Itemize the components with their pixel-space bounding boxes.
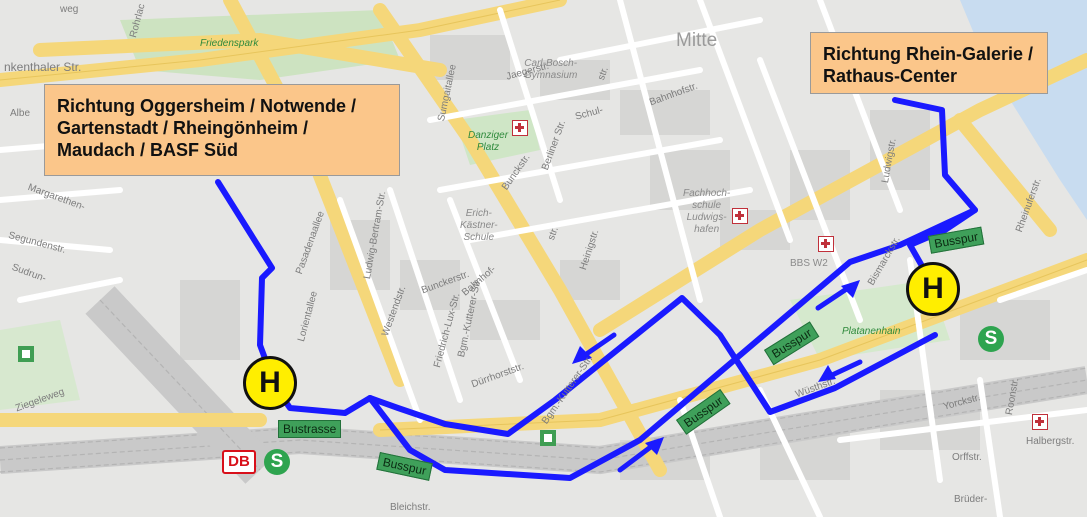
callout-line: Rathaus-Center — [823, 66, 958, 86]
hospital-icon — [732, 208, 748, 224]
district-label: Mitte — [676, 30, 718, 51]
route-loop — [907, 207, 978, 283]
street-label: weg — [60, 4, 79, 15]
place-bbs-w2: BBS W2 — [790, 258, 828, 269]
place-fachhochschule: Fachhoch- schule Ludwigs- hafen — [683, 188, 731, 235]
park-west — [0, 320, 80, 410]
place-friedenspark: Friedenspark — [200, 38, 259, 49]
callout-line: Gartenstadt / Rheingönheim / — [57, 118, 309, 138]
place-danziger-platz: Danziger Platz — [468, 130, 509, 153]
callout-direction-rhein-galerie: Richtung Rhein-Galerie / Rathaus-Center — [810, 32, 1048, 94]
lane-label-bustrasse: Bustrasse — [278, 420, 342, 438]
bus-stop-icon[interactable]: H — [243, 356, 297, 410]
street-label: Orffstr. — [952, 452, 982, 463]
hospital-icon — [512, 120, 528, 136]
db-logo-icon: DB — [222, 450, 256, 474]
bus-route — [215, 97, 978, 481]
arrow-icon — [617, 437, 664, 473]
callout-line: Richtung Rhein-Galerie / — [823, 44, 1034, 64]
main-road-edges — [0, 0, 1087, 431]
place-platanenhain: Platanenhain — [842, 326, 901, 337]
place-carl-bosch-gymnasium: Carl-Bosch- Gymnasium — [524, 58, 578, 81]
direction-arrows — [572, 280, 863, 473]
hospital-icon — [1032, 414, 1048, 430]
sbahn-icon: S — [978, 326, 1004, 352]
rail-tracks — [0, 286, 1087, 484]
street-label: Albe — [10, 108, 31, 119]
park-icon — [540, 430, 556, 446]
callout-line: Richtung Oggersheim / Notwende / — [57, 96, 357, 116]
route-eastbound — [367, 97, 978, 481]
bus-stop-icon[interactable]: H — [906, 262, 960, 316]
street-label: Halbergstr. — [1026, 436, 1075, 447]
arrow-icon — [818, 359, 863, 382]
street-label: Brüder- — [954, 494, 988, 505]
street-label: nkenthaler Str. — [4, 60, 82, 74]
park-icon — [18, 346, 34, 362]
callout-line: Maudach / BASF Süd — [57, 140, 239, 160]
sbahn-icon: S — [264, 449, 290, 475]
callout-direction-oggersheim: Richtung Oggersheim / Notwende / Gartens… — [44, 84, 400, 176]
hospital-icon — [818, 236, 834, 252]
arrow-icon — [815, 280, 860, 311]
place-erich-kaestner-schule: Erich- Kästner- Schule — [460, 208, 498, 243]
street-label: Bleichstr. — [390, 502, 431, 513]
arrow-icon — [572, 332, 617, 364]
